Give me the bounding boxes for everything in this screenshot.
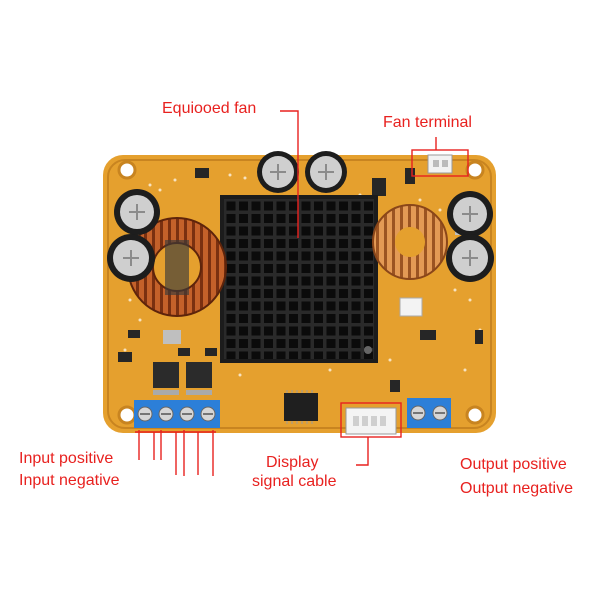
output-negative-label: Output negative xyxy=(460,480,573,497)
controller-chip-icon xyxy=(284,390,318,424)
heatsink-icon xyxy=(220,195,378,363)
inductor-coil-right-icon xyxy=(372,204,448,280)
output-screw-terminal-icon xyxy=(407,398,451,428)
equipped-fan-label: Equiooed fan xyxy=(162,100,257,117)
output-positive-label: Output positive xyxy=(460,456,567,473)
display-connector-icon xyxy=(345,407,397,435)
capacitor-icon xyxy=(107,151,494,282)
fan-terminal-icon xyxy=(427,154,453,174)
input-negative-label: Input negative xyxy=(19,472,120,489)
fan-terminal-label: Fan terminal xyxy=(383,114,472,131)
input-screw-terminal-icon xyxy=(134,400,220,428)
display-signal-cable-label-line2: signal cable xyxy=(252,473,337,490)
mosfet-icon xyxy=(153,362,212,395)
display-signal-cable-label-line1: Display xyxy=(266,454,319,471)
annotation-lines xyxy=(135,110,469,476)
input-positive-label: Input positive xyxy=(19,450,114,467)
